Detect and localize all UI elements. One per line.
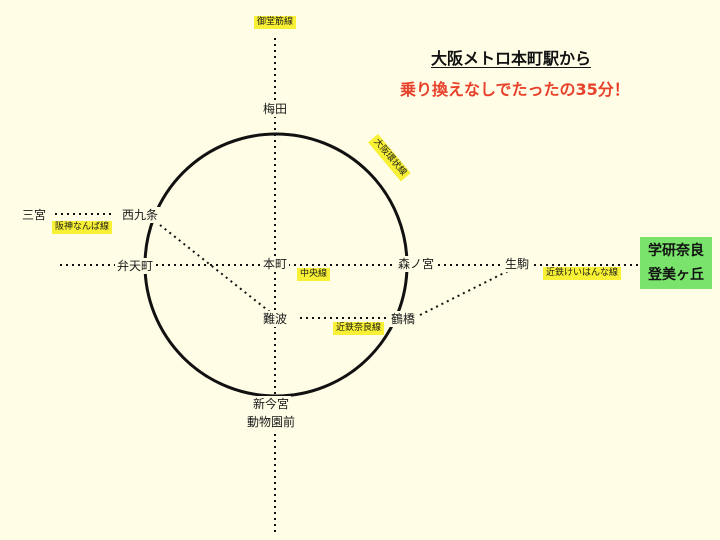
line-label-midosuji: 御堂筋線: [254, 16, 297, 29]
station-dobutsuen-mae: 動物園前: [245, 414, 298, 430]
kintetsu-nara-line-track-diagonal: [419, 264, 521, 316]
station-tsuruhashi: 鶴橋: [389, 311, 418, 327]
station-namba: 難波: [261, 311, 290, 327]
station-shin-imamiya: 新今宮: [251, 396, 292, 412]
line-label-kintetsu-nara: 近鉄奈良線: [333, 322, 385, 335]
line-label-keihanna: 近鉄けいはんな線: [543, 267, 622, 280]
station-umeda: 梅田: [261, 101, 290, 117]
station-nishikujo: 西九条: [120, 207, 161, 223]
hanshin-namba-line-track-diagonal: [159, 224, 276, 317]
destination-line-2: 登美ヶ丘: [648, 267, 704, 283]
station-bentencho: 弁天町: [115, 258, 156, 274]
station-sannomiya: 三宮: [20, 207, 49, 223]
line-label-hanshin-namba: 阪神なんば線: [52, 221, 113, 234]
line-label-chuo: 中央線: [297, 268, 331, 281]
station-ikoma: 生駒: [503, 256, 532, 272]
headline-35-minutes: 乗り換えなしでたったの35分！: [400, 80, 630, 99]
headline-from-honmachi: 大阪メトロ本町駅から: [431, 49, 592, 68]
station-morinomiya: 森ノ宮: [396, 256, 437, 272]
destination-line-1: 学研奈良: [648, 243, 704, 259]
destination-gakken-nara-tomigaoka: 学研奈良 登美ヶ丘: [640, 237, 712, 289]
station-honmachi: 本町: [261, 256, 290, 272]
